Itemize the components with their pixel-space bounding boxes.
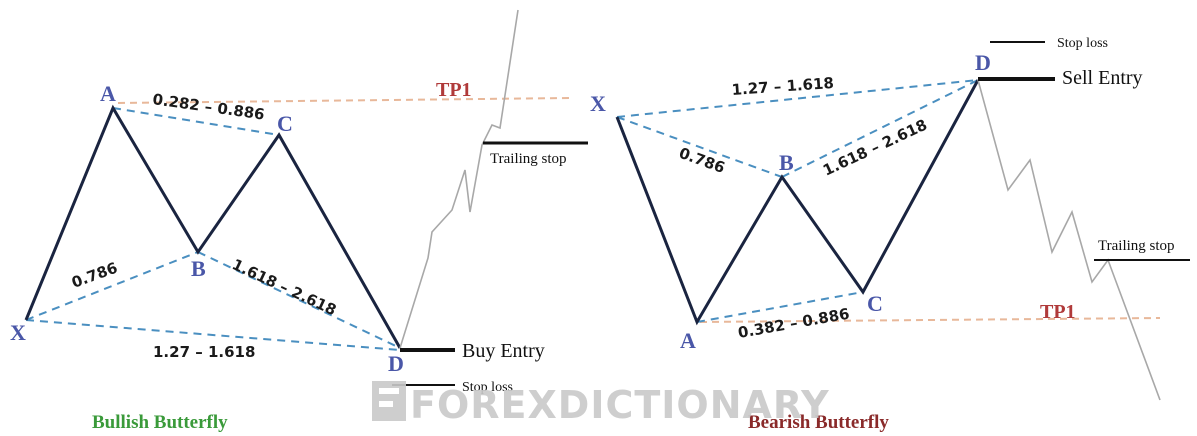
bearish-ratio-ab-bc: 0.382 – 0.886	[737, 305, 851, 342]
bullish-point-b-label: B	[191, 256, 206, 281]
watermark-text: FOREXDICTIONARY	[410, 383, 830, 427]
bullish-price-path	[399, 9, 519, 349]
bullish-bd-dashed-line	[197, 251, 401, 349]
watermark: FOREXDICTIONARY	[372, 381, 830, 427]
bearish-sell-entry-label: Sell Entry	[1062, 67, 1143, 89]
bearish-point-x-label: X	[590, 91, 606, 116]
bearish-point-b-label: B	[779, 150, 794, 175]
bullish-xd-dashed-line	[25, 319, 401, 351]
bearish-pattern-line	[615, 79, 980, 326]
bearish-trailing-stop-label: Trailing stop	[1098, 238, 1175, 254]
bullish-point-x-label: X	[10, 320, 26, 345]
bearish-stop-loss-label: Stop loss	[1057, 36, 1108, 51]
bearish-ratio-bc-cd: 1.618 – 2.618	[820, 116, 930, 180]
bullish-tp1-line	[117, 97, 571, 104]
bearish-point-d-label: D	[975, 50, 991, 75]
bearish-xb-dashed-line	[616, 116, 783, 178]
bullish-title: Bullish Butterfly	[92, 412, 228, 433]
bullish-buy-entry-label: Buy Entry	[462, 340, 545, 362]
bullish-ratio-xa-xd: 1.27 – 1.618	[153, 343, 255, 361]
watermark-logo-icon	[372, 381, 406, 421]
bullish-ac-dashed-line	[112, 107, 280, 136]
bearish-ratio-xa-xd: 1.27 – 1.618	[731, 74, 834, 99]
bullish-xb-dashed-line	[25, 251, 199, 321]
bearish-tp1-line	[699, 317, 1161, 323]
bearish-tp1-label: TP1	[1040, 301, 1076, 323]
bullish-point-c-label: C	[277, 111, 293, 136]
bearish-title: Bearish Butterfly	[748, 412, 889, 433]
bearish-point-c-label: C	[867, 291, 883, 316]
bearish-ac-dashed-line	[696, 291, 864, 323]
bullish-butterfly-diagram: X A B C D 0.786 0.282 – 0.886 1.618 – 2.…	[10, 9, 588, 433]
bearish-bd-dashed-line	[781, 79, 979, 178]
bullish-ratio-0786: 0.786	[69, 259, 120, 292]
bearish-xd-dashed-line	[616, 79, 979, 118]
bullish-ratio-bc-cd: 1.618 – 2.618	[229, 255, 339, 319]
bearish-price-path	[977, 79, 1161, 401]
bullish-pattern-line	[24, 104, 402, 349]
bearish-butterfly-diagram: X A B C D 1.27 – 1.618 0.786 1.618 – 2.6…	[590, 36, 1190, 433]
bullish-point-a-label: A	[100, 81, 116, 106]
bullish-point-d-label: D	[388, 351, 404, 376]
bullish-tp1-label: TP1	[436, 79, 472, 101]
bullish-stop-loss-label: Stop loss	[462, 380, 513, 395]
bullish-trailing-stop-label: Trailing stop	[490, 151, 567, 167]
bearish-point-a-label: A	[680, 328, 696, 353]
bullish-ratio-ab-bc: 0.282 – 0.886	[151, 90, 265, 124]
